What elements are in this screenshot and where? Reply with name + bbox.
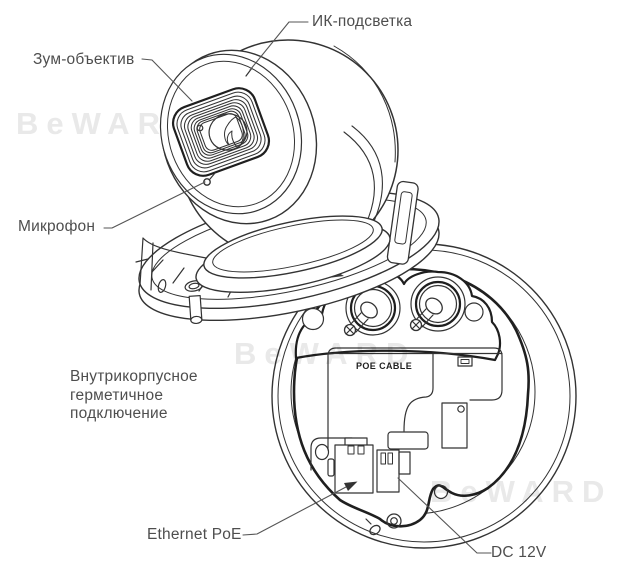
dc-leader-line [397,477,492,554]
dc-terminal [376,449,411,493]
ethernet-leader-line [242,486,347,536]
hinge-clip [386,180,419,265]
cable-grommet [365,513,402,536]
label-dc-12v: DC 12V [491,544,547,561]
label-internal-connection-line1: Внутрикорпусное [70,368,198,385]
pcb-module [441,402,468,449]
junction-box: POE CABLE [271,243,577,549]
connector-block [387,431,429,450]
ball-socket-collar [195,215,391,293]
label-zoom-lens: Зум-объектив [33,51,135,68]
zoom-lens-leader-line [141,58,193,102]
microphone-leader-line [103,181,206,229]
label-internal-connection-line3: подключение [70,405,168,422]
ir-leader-line [249,21,309,71]
interior-plate: POE CABLE [327,347,503,451]
cable-gland-right [409,276,466,332]
camera-lens [171,87,271,177]
mount-pin [188,295,203,325]
leader-lines [103,21,492,554]
label-internal-connection: Внутрикорпусное герметичное подключение [70,368,198,424]
poe-cable-engraving: POE CABLE [356,361,412,371]
ethernet-arrowhead-icon [344,481,358,491]
lens-glass [208,113,248,151]
beward-watermark: BeWARD [234,336,417,371]
lens-reflection [224,116,244,149]
beward-watermark: BeWARD [430,474,613,509]
lens-plate-screw [196,124,204,132]
screw-hole [433,484,449,500]
mount-hole [157,279,167,293]
label-microphone: Микрофон [18,218,96,235]
label-internal-connection-line2: герметичное [70,386,164,404]
label-ethernet-poe: Ethernet PoE [147,526,242,543]
label-ir-illumination: ИК-подсветка [312,13,413,30]
camera-ball [159,39,399,261]
